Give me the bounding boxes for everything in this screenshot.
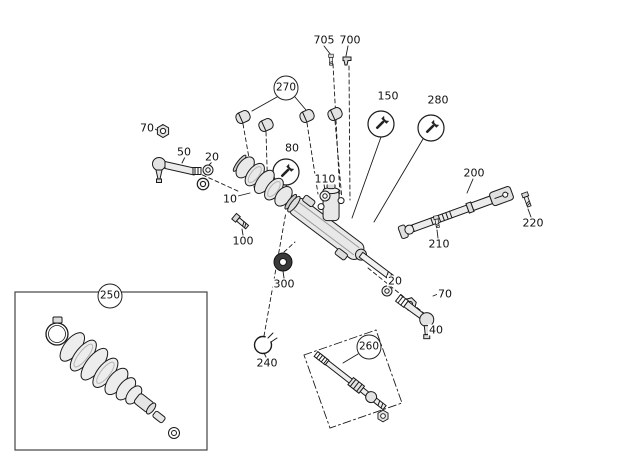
part-label-210: 210 — [427, 237, 451, 251]
part-label-70-right: 70 — [437, 287, 453, 301]
tie-rod-end-50-part — [152, 157, 202, 183]
small-clamp-ring — [168, 427, 180, 439]
steering-rack-assembly — [232, 154, 398, 284]
part-label-20-right: 20 — [387, 274, 403, 288]
bolt-100-part — [231, 212, 250, 231]
part-badge-270: 270 — [273, 75, 299, 101]
part-label-50: 50 — [176, 145, 192, 159]
boot-kit-box — [14, 291, 208, 451]
clamp-240-part — [253, 332, 278, 355]
inner-tie-rod-part — [313, 350, 387, 411]
part-label-705: 705 — [312, 33, 336, 47]
seal-ring-110-part — [319, 190, 331, 202]
washer-20-right-part — [381, 285, 393, 297]
boot-clamp-icon — [45, 316, 69, 346]
bolt-220-part — [521, 191, 533, 208]
part-label-100: 100 — [231, 234, 255, 248]
tool-symbol-150 — [367, 110, 395, 138]
part-label-20-left: 20 — [204, 150, 220, 164]
rod-nut-icon — [377, 409, 389, 423]
part-label-70-left: 70 — [139, 121, 155, 135]
part-badge-250: 250 — [97, 283, 123, 309]
inner-tie-rod-kit-box — [303, 329, 403, 429]
tool-symbol-280 — [417, 114, 445, 142]
part-label-110: 110 — [313, 172, 337, 186]
part-label-700: 700 — [338, 33, 362, 47]
part-label-10: 10 — [222, 192, 238, 206]
part-label-150: 150 — [376, 89, 400, 103]
bolt-705-part — [328, 53, 334, 66]
part-label-280: 280 — [426, 93, 450, 107]
part-label-240: 240 — [255, 356, 279, 370]
part-label-220: 220 — [521, 216, 545, 230]
part-badge-260: 260 — [356, 334, 382, 360]
part-label-200: 200 — [462, 166, 486, 180]
nut-70-left-part — [156, 124, 170, 138]
part-label-80: 80 — [284, 141, 300, 155]
part-label-40: 40 — [428, 323, 444, 337]
part-label-300: 300 — [272, 277, 296, 291]
bellows-boot-part — [59, 332, 157, 415]
boot-end-fitting — [152, 410, 166, 424]
grommet-300-part — [273, 252, 293, 272]
steering-shaft-200-part — [397, 186, 514, 240]
bushing-icons — [233, 105, 345, 134]
bracket-700-part — [342, 56, 352, 66]
